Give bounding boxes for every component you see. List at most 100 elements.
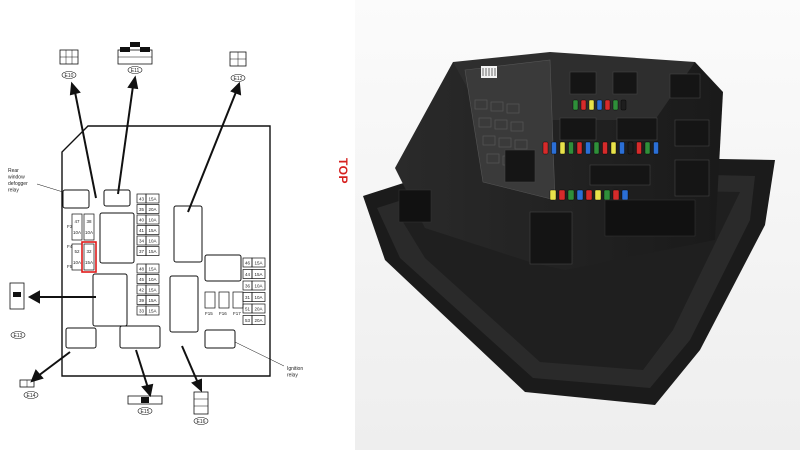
blade-fuse bbox=[588, 99, 595, 111]
blade-fuse bbox=[585, 141, 591, 155]
fuse-number: 40 bbox=[139, 217, 145, 222]
fuse-amperage: 15A bbox=[148, 298, 156, 303]
blade-fuse bbox=[604, 99, 611, 111]
blade-fuse bbox=[644, 141, 651, 155]
side-connector bbox=[398, 189, 432, 223]
fuse-number: 48 bbox=[139, 266, 145, 271]
connector-e11: E11 bbox=[117, 42, 153, 74]
small-fuse-label: F3 bbox=[67, 224, 73, 229]
blade-fuse bbox=[551, 141, 557, 155]
fuse-number: 43 bbox=[139, 196, 145, 201]
fuse-amperage: 15A bbox=[85, 260, 93, 265]
blade-fuse bbox=[610, 141, 617, 155]
relay-block bbox=[669, 73, 701, 99]
fuse-amperage: 15A bbox=[148, 266, 156, 271]
connector-label: E15 bbox=[141, 409, 150, 415]
relay-socket bbox=[173, 205, 203, 263]
small-fuse-label: F16 bbox=[219, 311, 227, 316]
blade-fuse bbox=[567, 189, 575, 201]
fuse-number: 45 bbox=[139, 277, 145, 282]
relay-block bbox=[616, 117, 658, 141]
fuse-amperage: 15A bbox=[254, 272, 262, 277]
fuse-amperage: 10A bbox=[73, 230, 81, 235]
fuse-box-outline bbox=[61, 125, 271, 377]
fuse-amperage: 15A bbox=[148, 228, 156, 233]
small-fuse-label: F5 bbox=[67, 264, 73, 269]
small-fuse-slot bbox=[218, 291, 230, 309]
fuse-amperage: 10A bbox=[85, 230, 93, 235]
blade-fuse bbox=[603, 189, 611, 201]
fuse-amperage: 10A bbox=[148, 238, 156, 243]
blade-fuse bbox=[576, 141, 583, 155]
blade-fuse bbox=[576, 189, 584, 201]
blade-fuse bbox=[542, 141, 549, 155]
fuse-amperage: 10A bbox=[148, 277, 156, 282]
fuse-number: 52 bbox=[74, 249, 80, 254]
fuse-number: 51 bbox=[245, 306, 251, 311]
connector-label: E10 bbox=[65, 73, 74, 79]
small-fuse-label: F4 bbox=[67, 244, 73, 249]
fuse-amperage: 15A bbox=[148, 249, 156, 254]
connector-e10: E10 bbox=[59, 49, 79, 79]
fuse-number: 46 bbox=[245, 260, 251, 265]
relay-block bbox=[529, 211, 573, 265]
fuse-number: 47 bbox=[74, 219, 80, 224]
fuse-box-diagram: E10 E11 E12 E13 E14 bbox=[0, 0, 342, 450]
fuse-number: 42 bbox=[139, 287, 145, 292]
blade-fuse bbox=[585, 189, 593, 201]
relay-block bbox=[674, 159, 710, 197]
fuse-number: 41 bbox=[139, 228, 145, 233]
fuse-number: 35 bbox=[139, 207, 145, 212]
blade-fuse bbox=[594, 189, 602, 201]
relay-socket bbox=[103, 189, 131, 207]
connector-label: E12 bbox=[234, 76, 243, 82]
fuse-amperage: 15A bbox=[148, 308, 156, 313]
blade-fuse bbox=[593, 141, 600, 155]
fuse-box-photo bbox=[355, 0, 800, 450]
fuse-amperage: 10A bbox=[254, 295, 262, 300]
relay-socket bbox=[169, 275, 199, 333]
fuse-slot: 38 10A bbox=[83, 213, 95, 241]
arrows bbox=[27, 75, 242, 398]
relay-socket bbox=[65, 327, 97, 349]
fuse-amperage: 15A bbox=[254, 260, 262, 265]
blade-fuse bbox=[558, 189, 566, 201]
fuse-slot: 32 15A bbox=[83, 243, 95, 271]
connector-e15: E15 bbox=[127, 395, 163, 415]
relay-block bbox=[504, 149, 536, 183]
blade-fuse bbox=[612, 189, 620, 201]
fuse-number: 32 bbox=[86, 249, 92, 254]
blade-fuse bbox=[596, 99, 603, 111]
small-fuse-label: F15 bbox=[205, 311, 213, 316]
side-connector bbox=[604, 199, 696, 237]
relay-block bbox=[559, 117, 597, 141]
relay-socket bbox=[92, 273, 128, 327]
blade-fuse bbox=[636, 141, 642, 155]
fuse-slot: 47 10A bbox=[71, 213, 83, 241]
small-fuse-label: F17 bbox=[233, 311, 241, 316]
orientation-label: TOP bbox=[336, 158, 350, 184]
fuse-number: 53 bbox=[245, 318, 251, 323]
fuse-number: 33 bbox=[139, 308, 145, 313]
blade-fuse bbox=[580, 99, 587, 111]
blade-fuse bbox=[549, 189, 557, 201]
fuse-number: 38 bbox=[86, 219, 92, 224]
connector-label: E16 bbox=[197, 419, 206, 425]
